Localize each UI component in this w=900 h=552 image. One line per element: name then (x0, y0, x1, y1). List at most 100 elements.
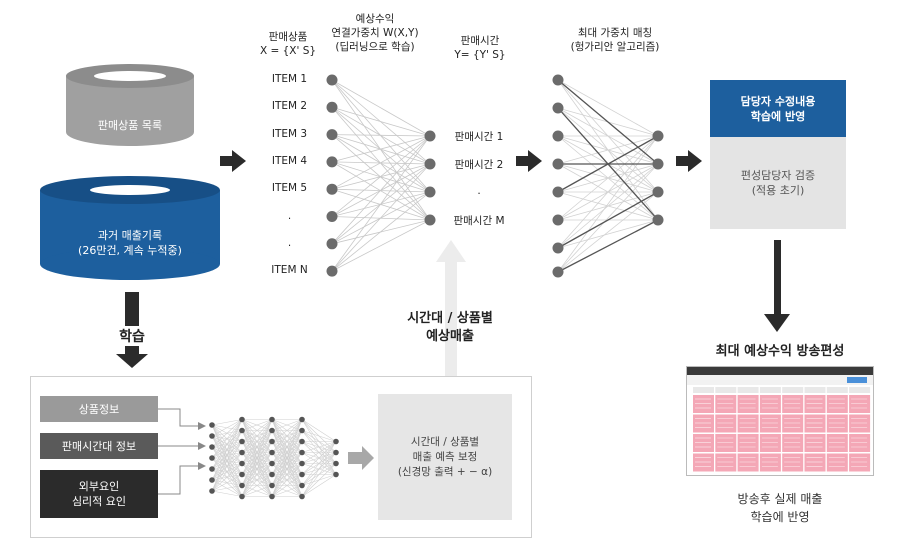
candidate-edge (557, 135, 659, 273)
item-label: ITEM 4 (271, 154, 308, 167)
hidden-edge (241, 419, 273, 497)
schedule-cell (759, 395, 781, 413)
neuron (333, 460, 339, 467)
day-header (849, 387, 871, 393)
schedule-cell (715, 434, 737, 452)
hidden-edge (271, 419, 303, 486)
weight-edge (331, 163, 431, 272)
neuron (333, 471, 339, 478)
sales-record-cylinder (40, 176, 220, 280)
hidden-edge (241, 419, 273, 442)
day-header (693, 387, 714, 393)
left-node (552, 158, 564, 170)
schedule-cell (804, 453, 826, 472)
item-label: ITEM 2 (271, 100, 308, 113)
schedule-cell (782, 434, 804, 452)
neuron (299, 471, 305, 478)
left-node (552, 102, 564, 114)
hidden-edge (301, 441, 337, 475)
hidden-edge (271, 419, 303, 464)
schedule-cell (693, 414, 714, 433)
time-node (424, 214, 436, 226)
day-header (715, 387, 737, 393)
candidate-edge (557, 163, 659, 249)
day-header (804, 387, 826, 393)
time-label: 판매시간 M (453, 215, 505, 227)
neuron (239, 493, 245, 500)
hidden-edge (211, 463, 243, 492)
hidden-edge (271, 452, 303, 497)
input-product-info: 상품정보 (40, 396, 158, 422)
neuron (209, 477, 215, 483)
product-node (326, 101, 338, 113)
neuron (333, 449, 339, 456)
neuron (209, 422, 215, 428)
neuron (299, 416, 305, 423)
schedule-cell (737, 395, 759, 413)
candidate-edge (557, 135, 659, 249)
weight-edge (331, 135, 431, 272)
schedule-cell (715, 395, 737, 413)
product-node (326, 183, 338, 195)
neuron (299, 427, 305, 434)
candidate-edge (557, 219, 659, 249)
left-node (552, 266, 564, 278)
schedule-cell (826, 395, 848, 413)
neuron (269, 449, 275, 456)
hidden-edge (211, 490, 243, 497)
hidden-edge (271, 463, 303, 497)
input-external-factors: 외부요인 심리적 요인 (40, 470, 158, 518)
header-times: 판매시간 Y= {Y' S} (454, 35, 506, 61)
time-node (424, 158, 436, 170)
sales-record-line2: (26만건, 계속 누적중) (78, 244, 182, 257)
neuron (239, 427, 245, 434)
neuron (239, 416, 245, 423)
schedule-cell (737, 453, 759, 472)
network-2 (552, 74, 664, 278)
neuron (299, 438, 305, 445)
hidden-edge (271, 474, 303, 497)
neuron (269, 460, 275, 467)
left-node (552, 242, 564, 254)
hidden-edge (271, 430, 303, 497)
weight-edge (331, 79, 431, 137)
matched-edge (557, 219, 659, 273)
neuron (239, 471, 245, 478)
hidden-edge (271, 419, 303, 431)
schedule-thumbnail (686, 366, 874, 476)
neuron (269, 416, 275, 423)
day-header (737, 387, 759, 393)
neuron (209, 455, 215, 461)
schedule-cell (782, 414, 804, 433)
weight-edge (331, 135, 431, 217)
hidden-edge (211, 419, 243, 426)
schedule-cell (849, 414, 871, 433)
neuron (239, 438, 245, 445)
right-node (652, 186, 664, 198)
schedule-cell (849, 453, 871, 472)
schedule-cell (759, 434, 781, 452)
time-label: 판매시간 2 (454, 159, 504, 171)
item-label: ITEM 5 (271, 182, 308, 195)
schedule-cell (849, 434, 871, 452)
product-node (326, 129, 338, 141)
matched-edge (557, 191, 659, 249)
left-node (552, 214, 564, 226)
hidden-edge (241, 419, 273, 464)
hidden-edge (241, 485, 273, 497)
right-node (652, 158, 664, 170)
arrow-to-network (220, 150, 246, 172)
product-node (326, 265, 338, 277)
schedule-cell (715, 414, 737, 433)
up-arrow (436, 240, 466, 380)
matched-edge (557, 79, 659, 165)
hidden-edge (211, 419, 243, 470)
candidate-edge (557, 191, 659, 273)
neuron (269, 482, 275, 489)
candidate-edge (557, 135, 659, 165)
product-node (326, 156, 338, 168)
day-header (759, 387, 781, 393)
schedule-cell (759, 453, 781, 472)
weight-edge (331, 135, 431, 190)
hidden-edge (211, 419, 243, 492)
